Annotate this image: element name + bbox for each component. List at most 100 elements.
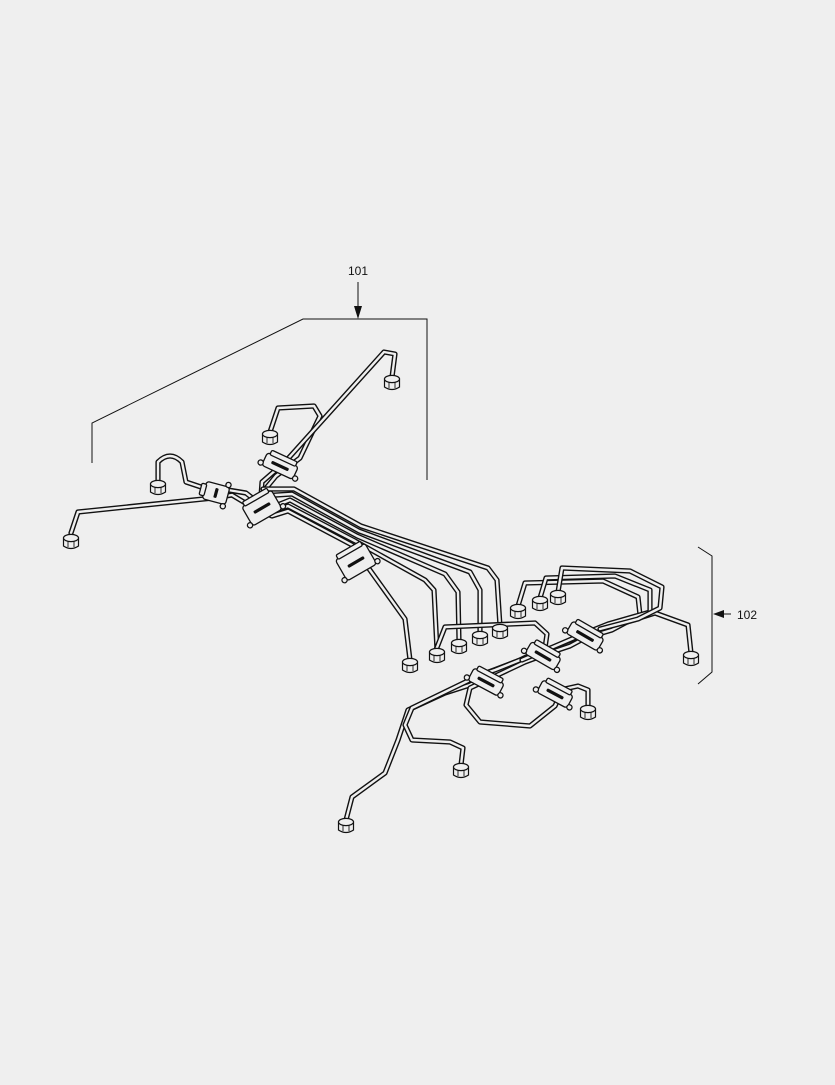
clamp-bolt	[257, 459, 264, 466]
clamp-lip	[242, 487, 270, 507]
clamp-slot	[347, 556, 365, 568]
clamp-lip	[269, 449, 298, 467]
nut-face	[383, 374, 401, 384]
tube-bore	[69, 493, 412, 662]
fitting-nut	[579, 704, 597, 721]
clamp-bolt	[374, 557, 381, 565]
callout-102-arrowhead	[713, 610, 724, 618]
callout-101: 101	[91, 264, 428, 480]
fitting-nut	[491, 623, 509, 640]
fuel-line-assembly-102	[343, 565, 694, 823]
tube-bore	[156, 454, 439, 652]
clamp-lip	[476, 665, 504, 684]
clamp-bolt	[291, 475, 299, 482]
tube-outline	[402, 649, 543, 768]
fitting-nut	[549, 589, 567, 606]
nut-face	[549, 589, 567, 599]
tube-clamp	[257, 449, 299, 482]
tube-clamps	[198, 449, 604, 711]
nut-face	[491, 623, 509, 633]
injection-tube	[155, 453, 440, 653]
tube-bore	[556, 566, 664, 631]
clamp-bolt	[225, 481, 232, 489]
fitting-nut	[62, 533, 80, 550]
clamp-bolt	[596, 647, 604, 654]
fitting-nut	[428, 647, 446, 664]
callout-101-label: 101	[348, 264, 368, 278]
callout-102-label: 102	[737, 608, 757, 622]
callout-101-arrowhead	[354, 306, 362, 319]
nut-face	[471, 630, 489, 640]
clamp-bolt	[566, 704, 573, 711]
injection-tube	[555, 565, 665, 632]
fitting-nut	[401, 657, 419, 674]
nut-face	[452, 762, 470, 772]
clamp-lip	[533, 639, 561, 658]
clamp-bolt	[561, 627, 569, 634]
nut-face	[579, 704, 597, 714]
tube-bore	[434, 621, 549, 677]
fitting-nut	[337, 817, 355, 834]
tube-bore	[261, 487, 502, 628]
tube-clamp	[463, 665, 504, 699]
clamp-bolt	[553, 666, 561, 674]
clamp-slot	[213, 488, 219, 498]
fitting-nut	[149, 479, 167, 496]
fitting-nut	[261, 429, 279, 446]
callout-102: 102	[697, 546, 757, 685]
tube-clamp	[561, 618, 604, 654]
fitting-nut	[531, 595, 549, 612]
clamp-bolt	[532, 686, 540, 693]
tube-clamp	[520, 639, 561, 674]
nut-face	[682, 650, 700, 660]
clamp-bolt	[219, 502, 227, 510]
clamp-bolt	[520, 647, 528, 655]
injection-tube	[260, 486, 503, 629]
fitting-nut	[383, 374, 401, 391]
tube-clamp	[335, 541, 381, 584]
injection-tube	[68, 492, 413, 663]
clamp-lip	[545, 677, 573, 696]
tube-outline	[343, 610, 694, 823]
tube-clamp	[242, 487, 287, 529]
fitting-nut	[471, 630, 489, 647]
callout-102-bracket	[697, 546, 713, 685]
nut-face	[450, 638, 468, 648]
clamp-bolt	[341, 576, 348, 584]
clamp-lip	[198, 482, 208, 497]
clamp-bolt	[463, 674, 471, 681]
fitting-nut	[452, 762, 470, 779]
injection-tube	[463, 578, 643, 729]
nut-face	[62, 533, 80, 543]
injection-tube	[343, 610, 694, 823]
clamp-slot	[271, 460, 289, 472]
tube-bore	[403, 650, 542, 767]
tube-outline	[258, 349, 483, 636]
clamp-slot	[253, 502, 271, 514]
clamp-slot	[534, 650, 552, 662]
clamp-lip	[574, 618, 604, 639]
nut-face	[509, 603, 527, 613]
tube-clamp	[198, 481, 232, 510]
clamp-lip	[335, 541, 363, 560]
fitting-nuts	[62, 374, 700, 834]
nut-face	[531, 595, 549, 605]
nut-face	[261, 429, 279, 439]
injection-tube	[433, 620, 550, 678]
callout-101-bracket	[91, 318, 428, 480]
tube-clamp	[532, 677, 573, 711]
clamp-bolt	[497, 692, 504, 699]
fitting-nut	[450, 638, 468, 655]
fitting-nut	[509, 603, 527, 620]
clamp-bolt	[279, 503, 287, 510]
nut-face	[428, 647, 446, 657]
fitting-nut	[682, 650, 700, 667]
injection-tube	[258, 349, 483, 636]
nut-face	[401, 657, 419, 667]
clamp-bolt	[246, 522, 254, 529]
clamp-slot	[477, 676, 495, 688]
tube-bore	[344, 611, 693, 822]
tube-outline	[68, 492, 413, 663]
